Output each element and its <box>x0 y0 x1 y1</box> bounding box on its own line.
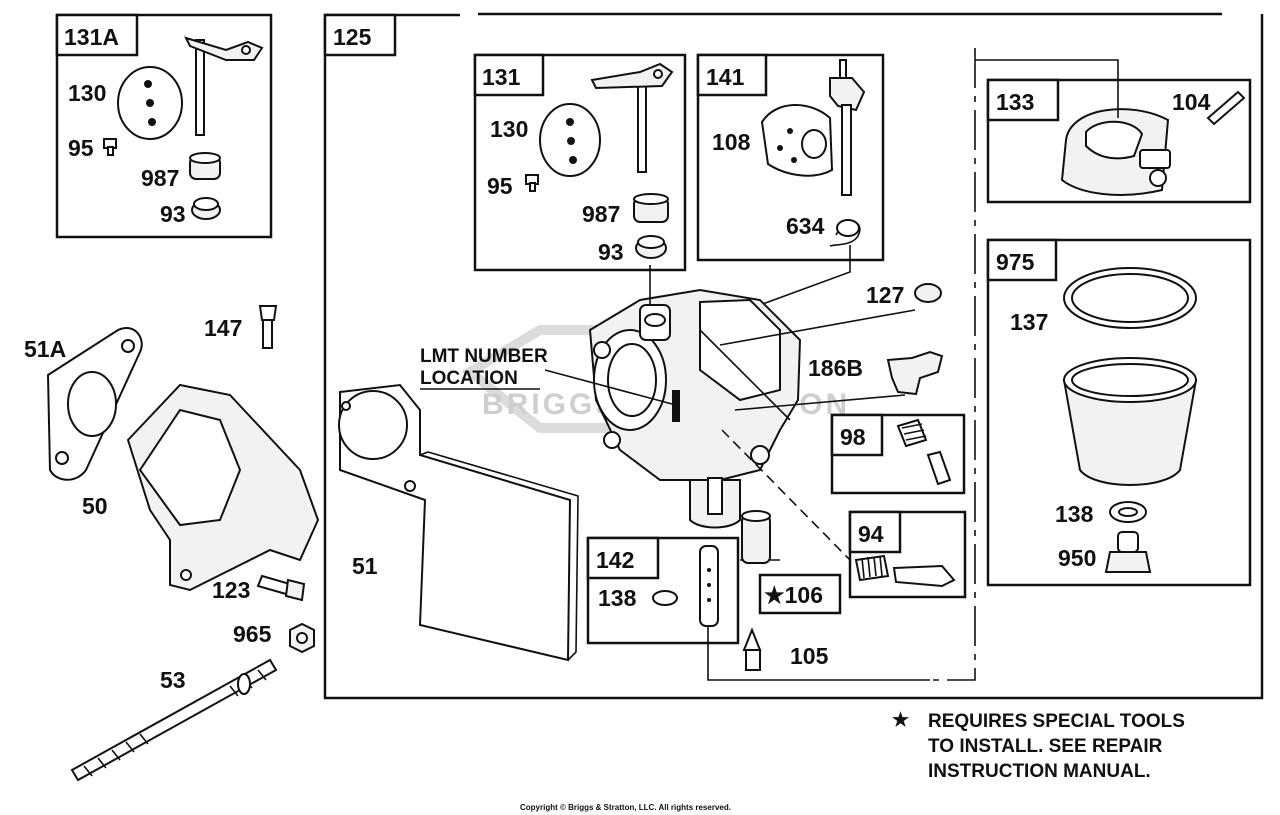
part-label-53: 53 <box>160 667 186 693</box>
part-label-105: 105 <box>790 643 829 669</box>
part-label-987: 987 <box>582 201 620 227</box>
part-label-950: 950 <box>1058 545 1096 571</box>
special-tools-line3: INSTRUCTION MANUAL. <box>928 761 1151 782</box>
carburetor-body-part <box>588 288 802 529</box>
throttle-shaft-part <box>590 62 674 173</box>
bowl-nut-part <box>1104 531 1152 573</box>
copyright-text: Copyright © Briggs & Stratton, LLC. All … <box>520 803 731 812</box>
intake-gasket-part <box>46 327 143 481</box>
group-label-141: 141 <box>706 64 745 90</box>
group-label-131: 131 <box>482 64 521 90</box>
star-icon: ★ <box>892 710 909 731</box>
throttle-plate-part <box>539 103 601 177</box>
nozzle-part <box>741 510 771 564</box>
group-label-98: 98 <box>840 424 866 450</box>
group-box-142: 142 138 <box>586 536 740 645</box>
gasket-ring-part <box>1063 267 1197 329</box>
part-label-138: 138 <box>598 585 637 611</box>
throttle-plate-part <box>117 66 183 140</box>
spring-part <box>829 219 861 247</box>
special-tools-line1: REQUIRES SPECIAL TOOLS <box>928 711 1185 732</box>
group-box-131: 131 130 95 987 93 <box>473 53 687 272</box>
elbow-fitting-part <box>886 350 944 396</box>
washer-part <box>1109 501 1147 523</box>
part-label-987: 987 <box>141 165 179 191</box>
float-bowl-part <box>1062 357 1198 486</box>
part-label-93: 93 <box>598 239 624 265</box>
float-pin-part <box>1206 90 1246 126</box>
bushing-part <box>635 235 667 259</box>
group-label-975: 975 <box>996 249 1035 275</box>
intake-elbow-part <box>126 383 320 592</box>
group-box-125: 125 <box>323 12 1264 700</box>
choke-plate-part <box>760 104 834 177</box>
throttle-shaft-part <box>184 36 264 136</box>
group-label-131a: 131A <box>64 24 119 50</box>
part-label-634: 634 <box>786 213 825 239</box>
stud-part <box>70 658 278 782</box>
part-label-104: 104 <box>1172 89 1211 115</box>
part-label-106: ★106 <box>764 582 823 608</box>
part-label-965: 965 <box>233 621 272 647</box>
part-label-51: 51 <box>352 553 378 579</box>
seal-part <box>633 193 669 223</box>
gasket-plate-part <box>338 383 579 662</box>
part-label-147: 147 <box>204 315 242 341</box>
part-label-137: 137 <box>1010 309 1048 335</box>
part-label-123: 123 <box>212 577 250 603</box>
group-label-142: 142 <box>596 547 634 573</box>
part-label-108: 108 <box>712 129 751 155</box>
part-label-127: 127 <box>866 282 904 308</box>
special-tools-note: ★ REQUIRES SPECIAL TOOLS TO INSTALL. SEE… <box>892 710 1185 782</box>
group-box-131a: 131A 130 95 987 93 <box>55 13 273 239</box>
part-label-186b: 186B <box>808 355 863 381</box>
part-label-51a: 51A <box>24 336 66 362</box>
lmt-number-note: LMT NUMBER LOCATION <box>420 346 673 405</box>
screw-part <box>256 574 306 602</box>
screw-part <box>525 174 539 192</box>
lmt-note-line1: LMT NUMBER <box>420 346 548 367</box>
part-label-95: 95 <box>68 135 94 161</box>
seal-part <box>189 152 221 180</box>
choke-shaft-part <box>829 59 866 196</box>
group-label-133: 133 <box>996 89 1034 115</box>
nut-part <box>289 622 315 654</box>
group-box-94: 94 <box>848 510 967 599</box>
group-label-94: 94 <box>858 521 884 547</box>
special-tools-line2: TO INSTALL. SEE REPAIR <box>928 736 1163 757</box>
main-jet-part <box>699 545 719 627</box>
lmt-note-line2: LOCATION <box>420 368 518 389</box>
group-box-98: 98 <box>830 413 966 495</box>
screw-part <box>103 138 117 156</box>
part-label-50: 50 <box>82 493 108 519</box>
bolt-part <box>258 305 278 349</box>
group-box-975: 975 137 138 950 <box>986 238 1252 587</box>
float-part <box>1060 108 1171 196</box>
part-label-93: 93 <box>160 201 186 227</box>
bushing-part <box>191 197 221 220</box>
group-box-133: 133 104 <box>975 59 1252 204</box>
part-label-95: 95 <box>487 173 513 199</box>
part-label-130: 130 <box>68 80 106 106</box>
needle-valve-part <box>742 627 762 671</box>
group-box-141: 141 108 634 <box>696 53 885 306</box>
plug-part <box>914 283 942 303</box>
group-label-125: 125 <box>333 24 372 50</box>
part-label-138: 138 <box>1055 501 1094 527</box>
part-label-130: 130 <box>490 116 528 142</box>
